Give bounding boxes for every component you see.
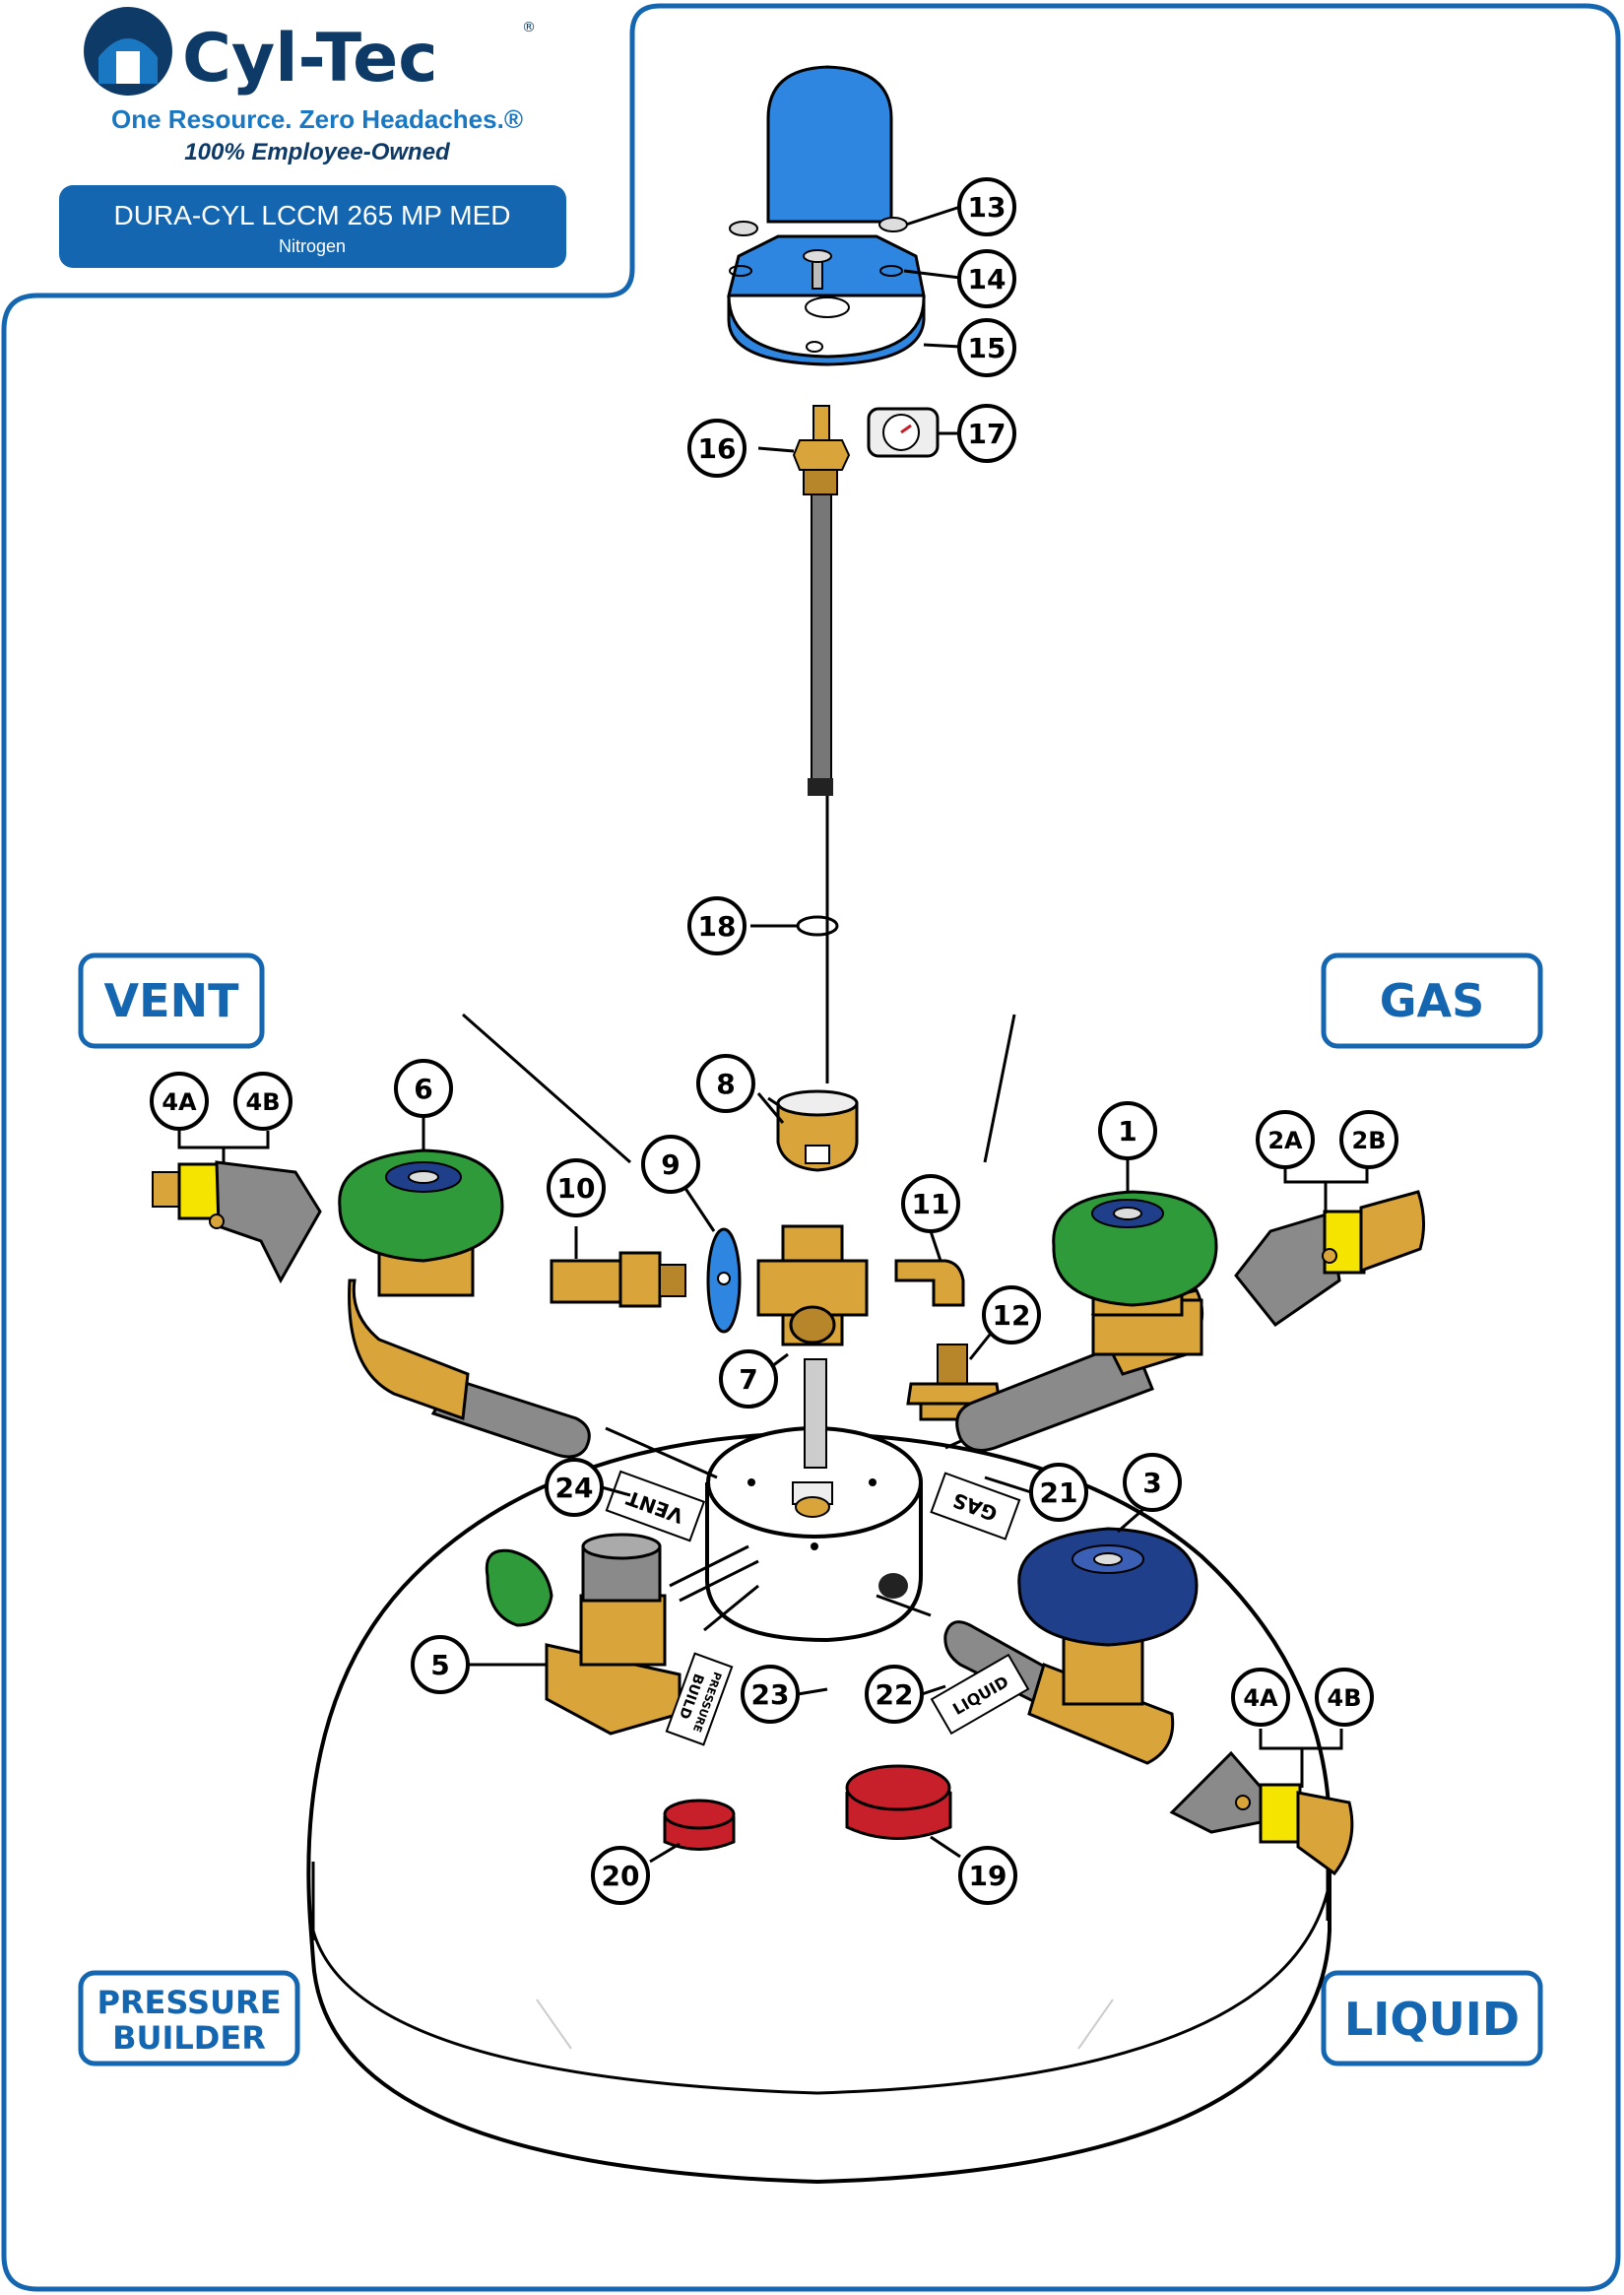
o-ring xyxy=(750,915,839,937)
callout-19: 19 xyxy=(958,1846,1017,1905)
zone-pressure-builder: PRESSURE BUILDER xyxy=(78,1970,300,2066)
callout-17: 17 xyxy=(957,404,1016,463)
svg-text:24: 24 xyxy=(555,1472,594,1504)
svg-text:10: 10 xyxy=(557,1172,596,1205)
part-5-pb-regulator xyxy=(463,1533,682,1736)
svg-text:4B: 4B xyxy=(246,1088,281,1116)
brand-registered: ® xyxy=(522,20,536,35)
part-1-gas-valve xyxy=(955,1157,1218,1452)
manifold-stem xyxy=(804,1358,827,1469)
svg-text:22: 22 xyxy=(876,1678,914,1711)
model-banner: DURA-CYL LCCM 265 MP MED Nitrogen xyxy=(59,185,566,268)
callout-2a: 2A xyxy=(1256,1110,1315,1169)
svg-text:GAS: GAS xyxy=(1380,974,1485,1027)
liquid-adapter-right xyxy=(1169,1729,1354,1876)
callout-3: 3 xyxy=(1123,1453,1182,1512)
gas-adapter-right xyxy=(1234,1165,1425,1328)
svg-text:1: 1 xyxy=(1118,1115,1137,1148)
callout-1: 1 xyxy=(1098,1101,1157,1160)
callout-4a-right: 4A xyxy=(1231,1668,1290,1727)
callout-2b: 2B xyxy=(1339,1110,1398,1169)
svg-text:17: 17 xyxy=(968,418,1007,450)
callout-24: 24 xyxy=(545,1458,604,1517)
tag-vent: VENT xyxy=(605,1470,706,1542)
dip-tube-assembly xyxy=(757,405,851,796)
callout-8: 8 xyxy=(696,1054,755,1113)
callout-5: 5 xyxy=(411,1635,470,1694)
outer-frame xyxy=(1,3,1621,2292)
vent-adapter-left xyxy=(152,1131,322,1284)
zone-vent: VENT xyxy=(78,952,265,1049)
svg-text:16: 16 xyxy=(698,432,737,465)
svg-text:21: 21 xyxy=(1040,1476,1078,1509)
callout-20: 20 xyxy=(591,1846,650,1905)
manifold-block xyxy=(705,1426,923,1643)
svg-text:4A: 4A xyxy=(162,1088,197,1116)
svg-text:6: 6 xyxy=(414,1073,432,1105)
brand-name: Cyl-Tec xyxy=(182,20,438,98)
callout-4b-left: 4B xyxy=(233,1072,292,1131)
model-gas: Nitrogen xyxy=(279,236,346,256)
callout-12: 12 xyxy=(982,1285,1041,1344)
tag-gas: GAS xyxy=(930,1472,1021,1541)
part-8-fitting xyxy=(756,1089,859,1172)
svg-text:9: 9 xyxy=(661,1148,680,1181)
part-20-cap xyxy=(649,1799,736,1864)
callout-7: 7 xyxy=(719,1349,778,1409)
svg-text:4A: 4A xyxy=(1243,1684,1278,1712)
part-6-vent-valve xyxy=(338,1113,591,1459)
tag-pressure-builder: PRESSURE BUILD xyxy=(665,1652,734,1746)
part-10-fitting xyxy=(550,1226,686,1308)
part-9-gasket xyxy=(682,1186,742,1334)
model-title: DURA-CYL LCCM 265 MP MED xyxy=(114,200,511,230)
callout-15: 15 xyxy=(957,318,1016,377)
callout-11: 11 xyxy=(901,1174,960,1233)
zone-gas: GAS xyxy=(1321,952,1543,1049)
svg-text:LIQUID: LIQUID xyxy=(1344,1993,1520,2046)
callout-13: 13 xyxy=(957,177,1016,236)
svg-text:8: 8 xyxy=(716,1068,735,1100)
svg-text:20: 20 xyxy=(602,1860,640,1892)
callout-4b-right: 4B xyxy=(1315,1668,1374,1727)
svg-text:18: 18 xyxy=(698,910,737,943)
svg-text:12: 12 xyxy=(993,1299,1031,1332)
part-3-liquid-valve xyxy=(943,1495,1199,1765)
svg-text:14: 14 xyxy=(968,263,1007,295)
callout-14: 14 xyxy=(957,249,1016,308)
svg-text:11: 11 xyxy=(912,1188,950,1220)
brand-logo: Cyl-Tec ® One Resource. Zero Headaches.®… xyxy=(84,7,536,165)
callout-4a-left: 4A xyxy=(150,1072,209,1131)
callout-leaders xyxy=(601,1475,1032,1696)
svg-text:19: 19 xyxy=(969,1860,1007,1892)
part-11-elbow xyxy=(894,1230,965,1307)
guard-assembly xyxy=(727,65,961,366)
part-19-cap xyxy=(845,1764,961,1859)
svg-text:3: 3 xyxy=(1142,1467,1161,1499)
svg-text:4B: 4B xyxy=(1328,1684,1362,1712)
callout-18: 18 xyxy=(687,896,747,955)
callout-22: 22 xyxy=(865,1665,924,1724)
svg-text:5: 5 xyxy=(430,1649,449,1681)
svg-text:13: 13 xyxy=(968,191,1007,224)
callout-23: 23 xyxy=(741,1665,800,1724)
callout-9: 9 xyxy=(641,1135,700,1194)
brand-ownership: 100% Employee-Owned xyxy=(184,139,451,165)
svg-text:VENT: VENT xyxy=(104,974,240,1027)
gauge xyxy=(867,407,960,458)
svg-text:2B: 2B xyxy=(1352,1127,1387,1154)
part-7-cross xyxy=(756,1224,869,1371)
svg-text:15: 15 xyxy=(968,332,1007,364)
svg-text:23: 23 xyxy=(751,1678,790,1711)
svg-text:PRESSURE: PRESSURE xyxy=(97,1984,281,2021)
callout-16: 16 xyxy=(687,419,747,478)
callout-10: 10 xyxy=(547,1158,606,1217)
svg-text:2A: 2A xyxy=(1267,1127,1303,1154)
svg-text:BUILDER: BUILDER xyxy=(112,2019,266,2057)
brand-tagline: One Resource. Zero Headaches.® xyxy=(111,104,523,134)
svg-text:7: 7 xyxy=(739,1363,757,1396)
zone-liquid: LIQUID xyxy=(1321,1970,1543,2066)
callout-6: 6 xyxy=(394,1059,453,1118)
callout-21: 21 xyxy=(1029,1463,1088,1522)
